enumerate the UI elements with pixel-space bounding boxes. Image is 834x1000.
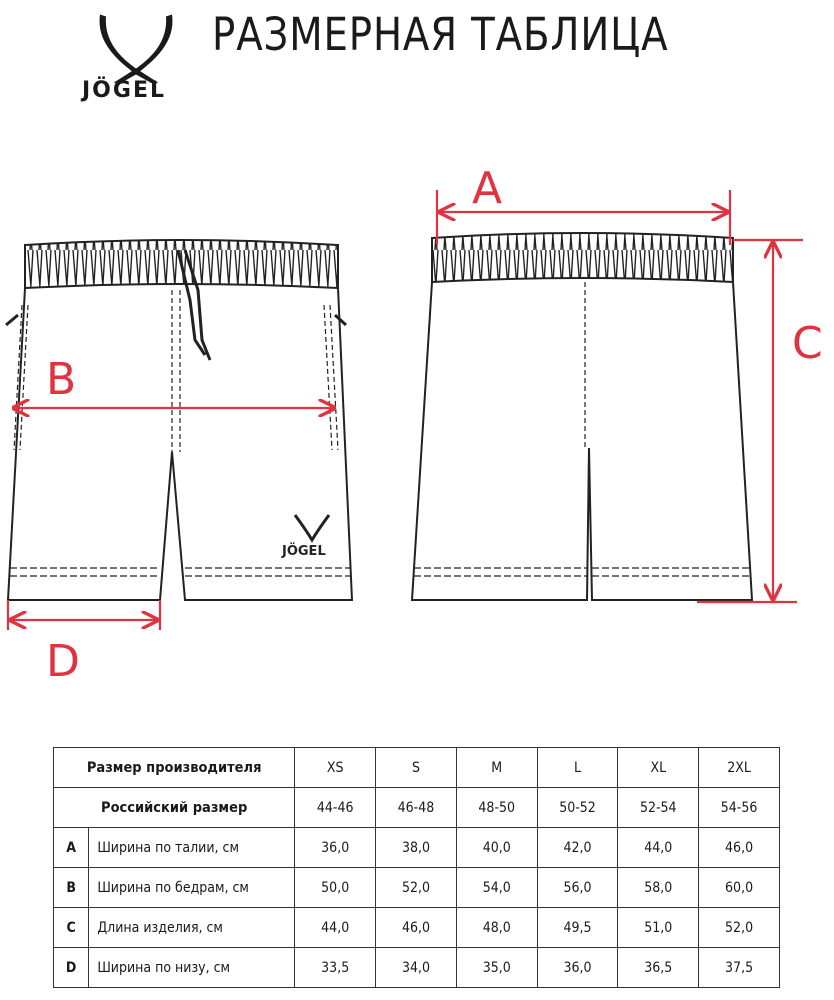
measurement-value: 44,0 xyxy=(617,827,700,868)
measurement-letter: D xyxy=(52,947,90,988)
measurement-value: 52,0 xyxy=(375,867,457,908)
measurement-value: 37,5 xyxy=(698,947,780,988)
garment-logo-text: JÖGEL xyxy=(281,543,326,559)
shorts-diagram: JÖGEL A B C D xyxy=(5,163,823,687)
size-cell: XS xyxy=(294,747,377,788)
russian-size-cell: 46-48 xyxy=(375,787,457,828)
measurement-value: 52,0 xyxy=(698,907,780,948)
measurement-value: 51,0 xyxy=(617,907,700,948)
dim-b-label: B xyxy=(46,354,76,405)
measurement-value: 36,0 xyxy=(536,947,619,988)
measurement-value: 56,0 xyxy=(536,867,619,908)
measurement-value: 44,0 xyxy=(294,907,377,948)
measurement-value: 49,5 xyxy=(536,907,619,948)
table-row-russian-size: Российский размер 44-46 46-48 48-50 50-5… xyxy=(52,787,780,828)
measurement-value: 46,0 xyxy=(698,827,780,868)
measurement-value: 36,5 xyxy=(617,947,700,988)
size-table: Размер производителя XS S M L XL 2XL Рос… xyxy=(52,747,780,988)
measurement-label: Ширина по бедрам, см xyxy=(88,867,296,908)
brand-logo-text: JÖGEL xyxy=(82,78,166,103)
measurement-label: Ширина по низу, см xyxy=(88,947,296,988)
russian-size-cell: 52-54 xyxy=(617,787,700,828)
measurement-value: 33,5 xyxy=(294,947,377,988)
measurement-letter: B xyxy=(52,867,90,908)
measurement-value: 46,0 xyxy=(375,907,457,948)
measurement-value: 40,0 xyxy=(455,827,538,868)
russian-size-cell: 50-52 xyxy=(536,787,619,828)
dim-a-label: A xyxy=(472,163,502,214)
dim-c-label: C xyxy=(792,318,823,369)
measurement-label: Длина изделия, см xyxy=(88,907,296,948)
russian-size-cell: 44-46 xyxy=(294,787,377,828)
measurement-value: 38,0 xyxy=(375,827,457,868)
manufacturer-size-label: Размер производителя xyxy=(52,747,296,788)
jogel-logo-icon xyxy=(99,14,173,85)
measurement-value: 48,0 xyxy=(455,907,538,948)
back-view-shorts xyxy=(410,232,754,601)
russian-size-cell: 54-56 xyxy=(698,787,780,828)
size-cell: 2XL xyxy=(698,747,780,788)
russian-size-label: Российский размер xyxy=(52,787,296,828)
russian-size-cell: 48-50 xyxy=(455,787,538,828)
front-view-shorts: JÖGEL xyxy=(5,239,354,601)
measurement-value: 54,0 xyxy=(455,867,538,908)
measurement-value: 36,0 xyxy=(294,827,377,868)
size-cell: S xyxy=(375,747,457,788)
table-row-manufacturer-size: Размер производителя XS S M L XL 2XL xyxy=(52,747,780,788)
dim-d-label: D xyxy=(46,636,80,687)
size-cell: XL xyxy=(617,747,700,788)
dimension-lines xyxy=(6,190,803,630)
measurement-value: 42,0 xyxy=(536,827,619,868)
size-cell: M xyxy=(455,747,538,788)
measurement-label: Ширина по талии, см xyxy=(88,827,296,868)
measurement-letter: C xyxy=(52,907,90,948)
measurement-letter: A xyxy=(52,827,90,868)
measurement-value: 50,0 xyxy=(294,867,377,908)
measurement-value: 35,0 xyxy=(455,947,538,988)
measurement-value: 60,0 xyxy=(698,867,780,908)
page-title: РАЗМЕРНАЯ ТАБЛИЦА xyxy=(212,8,669,61)
measurement-value: 58,0 xyxy=(617,867,700,908)
measurement-value: 34,0 xyxy=(375,947,457,988)
size-cell: L xyxy=(536,747,619,788)
